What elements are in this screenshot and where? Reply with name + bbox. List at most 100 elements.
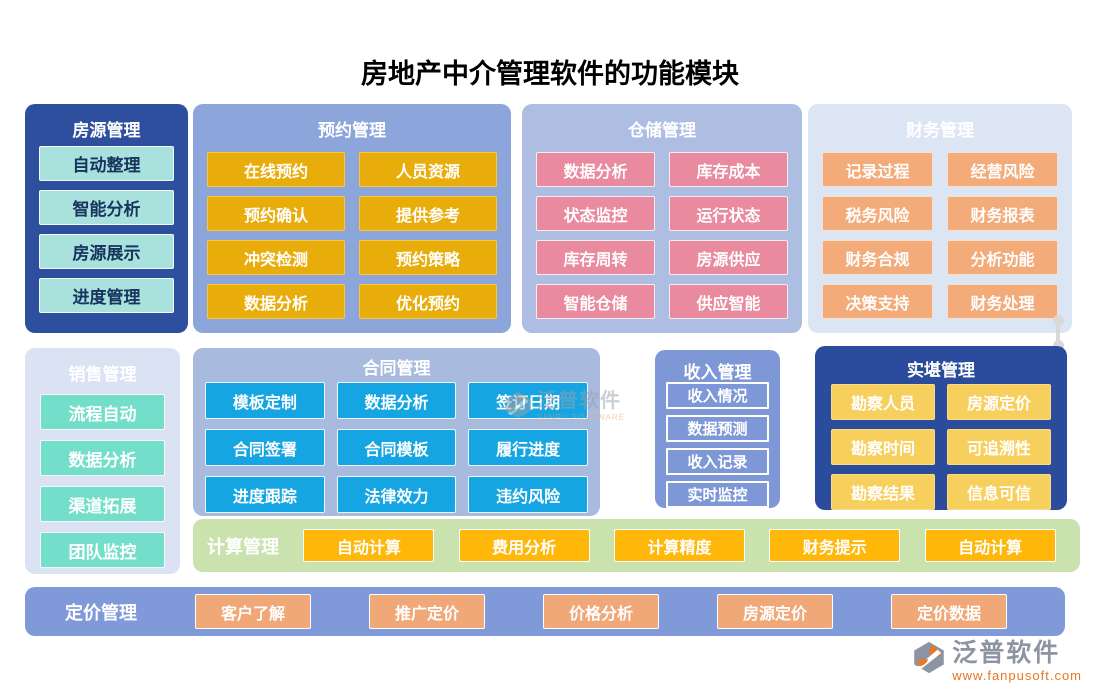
calculation-button-row: 自动计算费用分析计算精度财务提示自动计算 — [279, 529, 1080, 562]
storage-module-button[interactable]: 库存成本 — [669, 152, 788, 187]
panel-storage-management: 仓储管理 数据分析库存成本状态监控运行状态库存周转房源供应智能仓储供应智能 — [522, 104, 802, 333]
income-module-button[interactable]: 数据预测 — [666, 415, 769, 442]
survey-module-button[interactable]: 勘察结果 — [831, 474, 935, 510]
finance-module-button[interactable]: 财务合规 — [822, 240, 933, 275]
survey-module-button[interactable]: 房源定价 — [947, 384, 1051, 420]
survey-module-button[interactable]: 可追溯性 — [947, 429, 1051, 465]
panel-title-calculation: 计算管理 — [207, 536, 279, 557]
fanpu-logo-text: 泛普软件 www.fanpusoft.com — [952, 639, 1082, 683]
booking-module-button[interactable]: 预约确认 — [207, 196, 345, 231]
survey-module-button[interactable]: 勘察时间 — [831, 429, 935, 465]
sales-module-button[interactable]: 流程自动 — [40, 394, 165, 430]
storage-module-button[interactable]: 运行状态 — [669, 196, 788, 231]
sales-module-button[interactable]: 团队监控 — [40, 532, 165, 568]
pricing-module-button[interactable]: 定价数据 — [891, 594, 1007, 629]
income-module-button[interactable]: 收入记录 — [666, 448, 769, 475]
panel-title-income: 收入管理 — [683, 363, 752, 382]
contract-module-button[interactable]: 履行进度 — [468, 429, 588, 466]
panel-title-booking: 预约管理 — [318, 121, 386, 140]
contract-module-button[interactable]: 数据分析 — [336, 382, 457, 419]
panel-survey-management: 实堪管理 勘察人员房源定价勘察时间可追溯性勘察结果信息可信 — [815, 346, 1067, 510]
storage-module-button[interactable]: 数据分析 — [536, 152, 655, 187]
booking-button-grid: 在线预约人员资源预约确认提供参考冲突检测预约策略数据分析优化预约 — [193, 152, 511, 319]
contract-module-button[interactable]: 合同签署 — [205, 429, 325, 466]
survey-module-button[interactable]: 勘察人员 — [831, 384, 935, 420]
sales-module-button[interactable]: 渠道拓展 — [40, 486, 165, 522]
housing-module-button[interactable]: 进度管理 — [39, 278, 174, 313]
calculation-module-button[interactable]: 自动计算 — [924, 529, 1056, 562]
storage-module-button[interactable]: 库存周转 — [536, 240, 655, 275]
contract-button-grid: 模板定制数据分析签订日期合同签署合同模板履行进度进度跟踪法律效力违约风险 — [193, 382, 600, 513]
connector-dot-top — [1053, 315, 1064, 326]
contract-module-button[interactable]: 进度跟踪 — [205, 476, 325, 513]
fanpu-logo: 泛普软件 www.fanpusoft.com — [911, 641, 1082, 682]
housing-button-list: 自动整理智能分析房源展示进度管理 — [25, 146, 188, 313]
finance-module-button[interactable]: 决策支持 — [822, 284, 933, 319]
fanpu-logo-url[interactable]: www.fanpusoft.com — [952, 668, 1082, 683]
housing-module-button[interactable]: 自动整理 — [39, 146, 174, 181]
page-title: 房地产中介管理软件的功能模块 — [361, 59, 739, 89]
income-button-list: 收入情况数据预测收入记录实时监控 — [655, 382, 780, 508]
booking-module-button[interactable]: 预约策略 — [359, 240, 497, 275]
housing-module-button[interactable]: 房源展示 — [39, 234, 174, 269]
panel-title-pricing: 定价管理 — [65, 602, 137, 623]
pricing-module-button[interactable]: 价格分析 — [543, 594, 659, 629]
booking-module-button[interactable]: 提供参考 — [359, 196, 497, 231]
panel-title-contract: 合同管理 — [362, 359, 431, 378]
pricing-module-button[interactable]: 推广定价 — [369, 594, 485, 629]
booking-module-button[interactable]: 数据分析 — [207, 284, 345, 319]
finance-module-button[interactable]: 经营风险 — [947, 152, 1058, 187]
contract-module-button[interactable]: 法律效力 — [336, 476, 457, 513]
panel-housing-management: 房源管理 自动整理智能分析房源展示进度管理 — [25, 104, 188, 333]
booking-module-button[interactable]: 在线预约 — [207, 152, 345, 187]
connector-line — [1056, 320, 1060, 346]
sales-module-button[interactable]: 数据分析 — [40, 440, 165, 476]
finance-module-button[interactable]: 分析功能 — [947, 240, 1058, 275]
finance-module-button[interactable]: 财务处理 — [947, 284, 1058, 319]
contract-module-button[interactable]: 违约风险 — [468, 476, 588, 513]
panel-income-management: 收入管理 收入情况数据预测收入记录实时监控 — [655, 350, 780, 508]
calculation-module-button[interactable]: 财务提示 — [769, 529, 901, 562]
panel-pricing-management: 定价管理 客户了解 推广定价 价格分析 房源定价 定价数据 — [25, 587, 1065, 636]
pricing-module-button[interactable]: 客户了解 — [195, 594, 311, 629]
finance-module-button[interactable]: 财务报表 — [947, 196, 1058, 231]
panel-title-finance: 财务管理 — [906, 121, 974, 140]
panel-connector — [1053, 315, 1064, 351]
panel-finance-management: 财务管理 记录过程经营风险税务风险财务报表财务合规分析功能决策支持财务处理 — [808, 104, 1072, 333]
pricing-module-button[interactable]: 房源定价 — [717, 594, 833, 629]
calculation-module-button[interactable]: 费用分析 — [458, 529, 590, 562]
calculation-module-button[interactable]: 计算精度 — [613, 529, 745, 562]
housing-module-button[interactable]: 智能分析 — [39, 190, 174, 225]
storage-module-button[interactable]: 智能仓储 — [536, 284, 655, 319]
panel-title-housing: 房源管理 — [72, 121, 141, 140]
income-module-button[interactable]: 收入情况 — [666, 382, 769, 409]
finance-module-button[interactable]: 税务风险 — [822, 196, 933, 231]
booking-module-button[interactable]: 优化预约 — [359, 284, 497, 319]
panel-title-sales: 销售管理 — [68, 365, 137, 384]
storage-button-grid: 数据分析库存成本状态监控运行状态库存周转房源供应智能仓储供应智能 — [522, 152, 802, 319]
contract-module-button[interactable]: 合同模板 — [336, 429, 457, 466]
panel-title-survey: 实堪管理 — [907, 361, 975, 380]
booking-module-button[interactable]: 冲突检测 — [207, 240, 345, 275]
panel-calculation-management: 计算管理 自动计算费用分析计算精度财务提示自动计算 — [193, 519, 1080, 572]
pricing-button-row: 客户了解 推广定价 价格分析 房源定价 定价数据 — [137, 594, 1065, 629]
booking-module-button[interactable]: 人员资源 — [359, 152, 497, 187]
storage-module-button[interactable]: 状态监控 — [536, 196, 655, 231]
calculation-module-button[interactable]: 自动计算 — [303, 529, 435, 562]
contract-module-button[interactable]: 签订日期 — [468, 382, 588, 419]
storage-module-button[interactable]: 房源供应 — [669, 240, 788, 275]
connector-dot-bottom — [1053, 340, 1064, 351]
panel-contract-management: 合同管理 模板定制数据分析签订日期合同签署合同模板履行进度进度跟踪法律效力违约风… — [193, 348, 600, 516]
survey-button-grid: 勘察人员房源定价勘察时间可追溯性勘察结果信息可信 — [815, 384, 1067, 510]
finance-module-button[interactable]: 记录过程 — [822, 152, 933, 187]
contract-module-button[interactable]: 模板定制 — [205, 382, 325, 419]
survey-module-button[interactable]: 信息可信 — [947, 474, 1051, 510]
finance-button-grid: 记录过程经营风险税务风险财务报表财务合规分析功能决策支持财务处理 — [808, 152, 1072, 319]
storage-module-button[interactable]: 供应智能 — [669, 284, 788, 319]
panel-title-storage: 仓储管理 — [628, 121, 696, 140]
sales-button-list: 流程自动数据分析渠道拓展团队监控 — [25, 394, 180, 568]
fanpu-logo-icon — [914, 641, 945, 674]
panel-booking-management: 预约管理 在线预约人员资源预约确认提供参考冲突检测预约策略数据分析优化预约 — [193, 104, 511, 333]
income-module-button[interactable]: 实时监控 — [666, 481, 769, 508]
